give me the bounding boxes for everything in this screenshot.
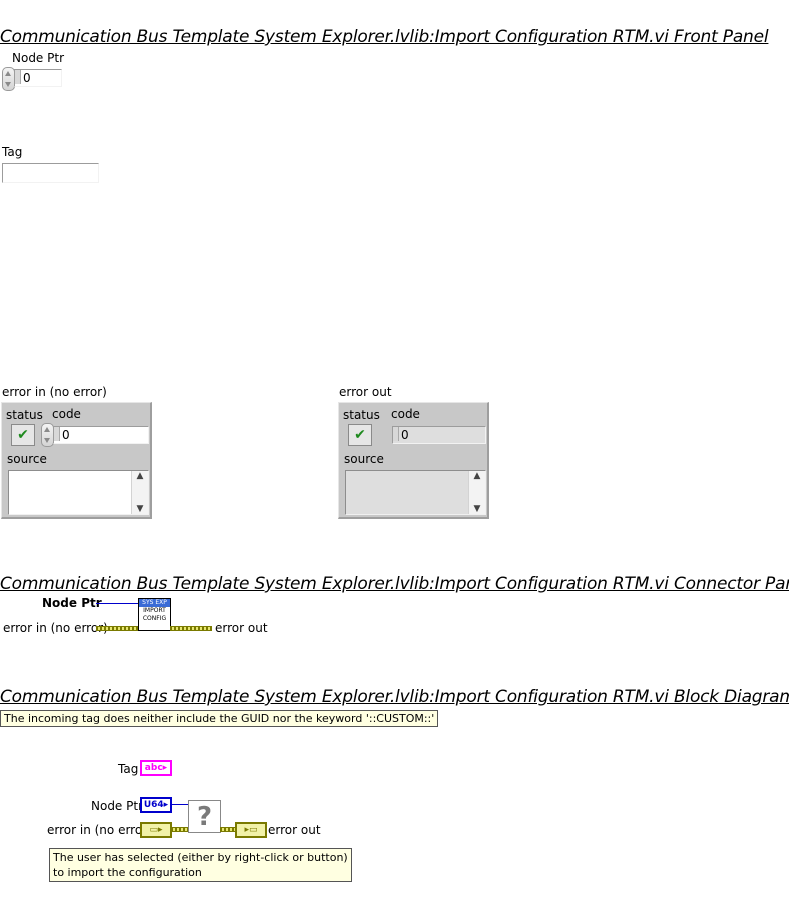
cp-error-in-wire — [96, 626, 138, 631]
cp-node-ptr-label: Node Ptr — [42, 596, 102, 610]
bd-node-ptr-label: Node Ptr — [91, 799, 144, 813]
error-in-status-label: status — [6, 408, 43, 422]
error-out-code-indicator: 0 — [392, 426, 486, 444]
bd-error-out-label: error out — [268, 823, 321, 837]
error-out-status-led: ✔ — [348, 424, 372, 446]
bd-missing-subvi-icon[interactable]: ? — [188, 800, 221, 833]
bd-error-in-label: error in (no error) — [47, 823, 152, 837]
error-in-status-led[interactable]: ✔ — [11, 424, 35, 446]
error-out-source-label: source — [344, 452, 384, 466]
error-in-source-scrollbar[interactable]: ▲▼ — [131, 471, 148, 514]
bd-error-out-wire — [220, 827, 235, 832]
bd-error-out-terminal[interactable]: ▸▭ — [235, 822, 267, 838]
bd-tag-terminal[interactable]: abc▸ — [140, 760, 172, 776]
node-ptr-input[interactable]: 0 — [14, 69, 62, 87]
error-in-code-label: code — [52, 407, 81, 421]
error-out-cluster: status code ✔ 0 source ▲▼ — [338, 402, 489, 519]
error-in-code-input[interactable]: 0 — [53, 426, 149, 444]
scroll-up-icon[interactable]: ▲ — [473, 471, 481, 481]
bd-error-in-terminal[interactable]: ▭▸ — [140, 822, 172, 838]
node-ptr-label: Node Ptr — [12, 51, 65, 65]
error-out-code-label: code — [391, 407, 420, 421]
error-out-label: error out — [339, 385, 392, 399]
bd-node-ptr-wire — [171, 804, 189, 805]
connector-pane-title: Communication Bus Template System Explor… — [0, 574, 789, 594]
comment-top: The incoming tag does neither include th… — [0, 710, 439, 727]
cp-node-ptr-wire — [96, 603, 138, 604]
scroll-up-icon[interactable]: ▲ — [136, 471, 144, 481]
check-icon: ✔ — [354, 427, 366, 443]
block-diagram-title: Communication Bus Template System Explor… — [0, 687, 789, 707]
cp-error-out-wire — [170, 626, 212, 631]
error-in-source-input[interactable]: ▲▼ — [8, 470, 149, 515]
error-in-source-label: source — [7, 452, 47, 466]
scroll-down-icon[interactable]: ▼ — [473, 504, 481, 514]
error-out-source-scrollbar[interactable]: ▲▼ — [468, 471, 485, 514]
tag-input[interactable] — [2, 163, 99, 183]
comment-bottom-line-1: The user has selected (either by right-c… — [53, 851, 348, 864]
error-in-cluster: status code ✔ 0 source ▲▼ — [1, 402, 152, 519]
comment-bottom-line-2: to import the configuration — [53, 866, 202, 879]
bd-error-in-wire — [171, 827, 189, 832]
front-panel-title: Communication Bus Template System Explor… — [0, 27, 769, 47]
cp-vi-icon[interactable]: SYS EXP IMPORT CONFIG — [138, 598, 171, 631]
check-icon: ✔ — [17, 427, 29, 443]
bd-tag-label: Tag — [118, 762, 139, 776]
comment-bottom: The user has selected (either by right-c… — [49, 848, 352, 882]
error-out-source-indicator: ▲▼ — [345, 470, 486, 515]
cp-error-in-label: error in (no error) — [3, 621, 108, 635]
bd-node-ptr-terminal[interactable]: U64▸ — [140, 797, 172, 813]
error-out-status-label: status — [343, 408, 380, 422]
tag-label: Tag — [2, 145, 23, 159]
error-in-label: error in (no error) — [2, 385, 107, 399]
scroll-down-icon[interactable]: ▼ — [136, 504, 144, 514]
cp-error-out-label: error out — [215, 621, 268, 635]
